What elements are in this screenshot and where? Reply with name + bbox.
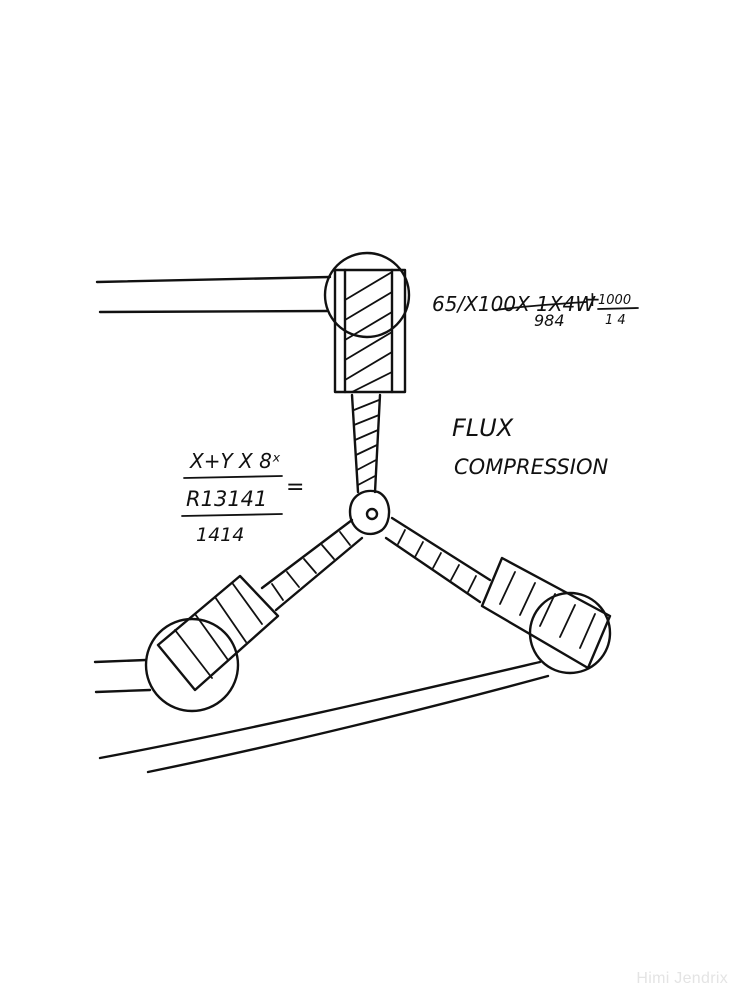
formula-left-line2: R13141 [186,487,267,511]
formula-left: X+Y X 8ˣ R13141 = 1414 [181,449,304,546]
top-wires [95,275,332,314]
center-node [348,489,391,536]
formula-left-line1: X+Y X 8ˣ [189,449,281,473]
top-tube [323,251,411,494]
formula-top-plus: + [584,287,601,311]
formula-top-fraction-numerator: 1000 [598,293,631,308]
formula-top: 65/X100X 1X4W 984 + 1000 1 4 [432,287,639,330]
left-tube [93,518,364,713]
formula-top-text: 65/X100X 1X4W [432,292,596,316]
flux-label: FLUX [452,414,514,442]
flux-compression-label: FLUX COMPRESSION [452,414,608,479]
compression-label: COMPRESSION [454,455,608,479]
right-tube [98,516,612,774]
formula-top-denominator: 984 [534,311,565,330]
formula-top-fraction-denominator: 1 4 [605,313,626,328]
formula-left-line3: 1414 [196,524,244,546]
formula-left-equals: = [286,475,304,500]
watermark-text: Himi Jendrix [636,970,728,987]
